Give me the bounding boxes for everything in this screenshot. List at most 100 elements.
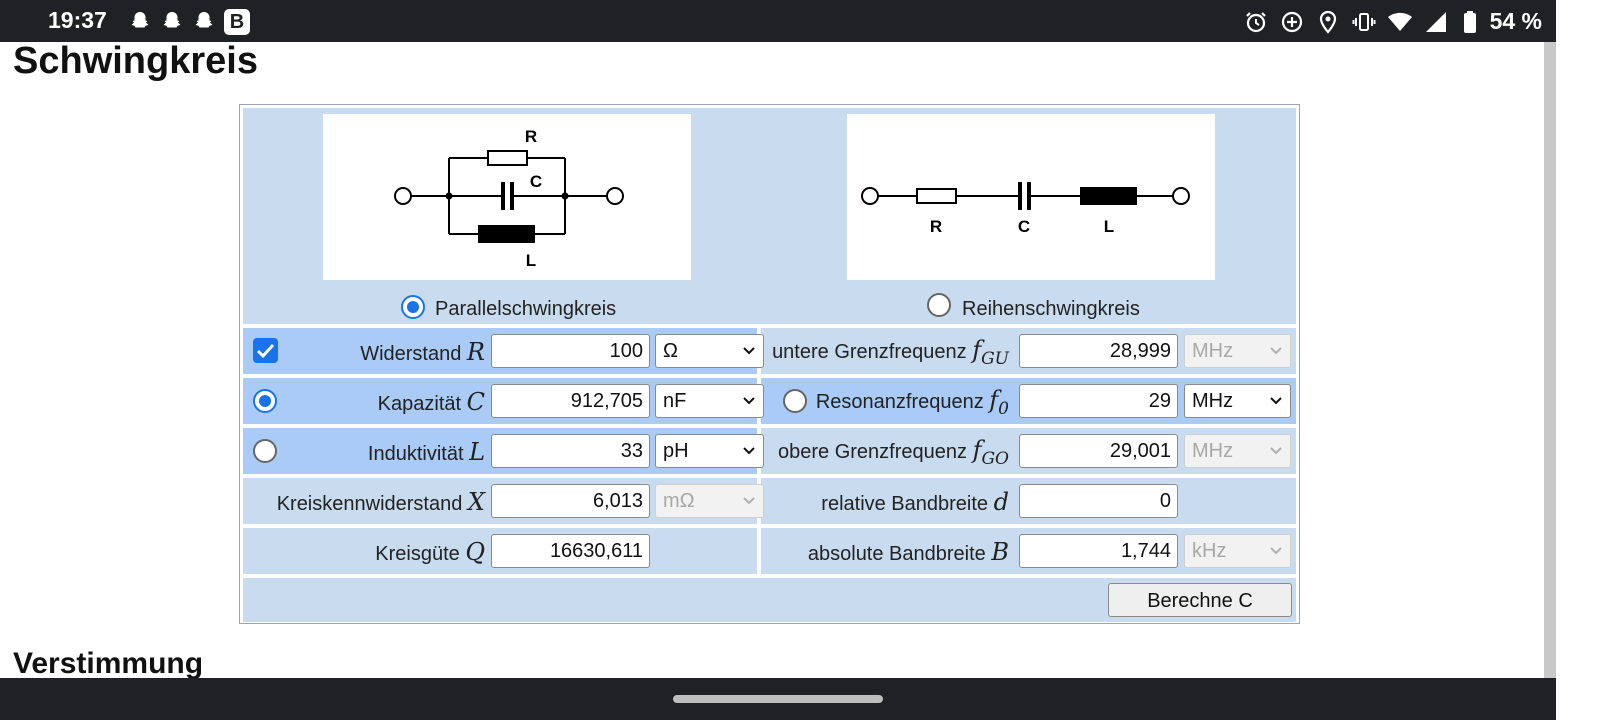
d-label: relative Bandbreite d <box>821 488 1009 516</box>
q-output[interactable]: 16630,611 <box>491 534 650 568</box>
c-unit-value: nF <box>663 390 687 412</box>
web-page[interactable]: Schwingkreis <box>0 42 1544 678</box>
system-icons: 54 % <box>1244 8 1542 35</box>
r-unit-select[interactable]: Ω <box>655 334 764 368</box>
fgo-symbol: f <box>972 436 982 464</box>
chevron-down-icon <box>1270 547 1282 555</box>
r-input[interactable]: 100 <box>491 334 650 368</box>
calculate-button[interactable]: Berechne C <box>1108 583 1292 617</box>
f0-label: Resonanzfrequenz f0 <box>816 386 1009 419</box>
f0-subscript: 0 <box>998 399 1009 419</box>
location-icon <box>1319 10 1336 34</box>
b-symbol: B <box>991 538 1009 566</box>
status-time: 19:37 <box>48 7 107 33</box>
fgu-output[interactable]: 28,999 <box>1019 334 1178 368</box>
f0-symbol: f <box>989 386 999 414</box>
r-label-text: Widerstand <box>360 343 462 365</box>
fgu-symbol: f <box>972 336 982 364</box>
f0-unit-value: MHz <box>1192 390 1234 412</box>
vibrate-icon <box>1352 12 1376 31</box>
c-radio[interactable] <box>253 389 277 413</box>
scrollbar[interactable] <box>1544 42 1556 678</box>
fgo-output[interactable]: 29,001 <box>1019 434 1178 468</box>
parallel-r-label: R <box>525 127 537 146</box>
series-circuit-svg: R C L <box>861 182 1190 236</box>
f0-input[interactable]: 29 <box>1019 384 1178 418</box>
c-label: Kapazität C <box>378 388 485 416</box>
fgu-label: untere Grenzfrequenz fGU <box>772 336 1009 369</box>
d-output[interactable]: 0 <box>1019 484 1178 518</box>
b-label: absolute Bandbreite B <box>808 538 1009 566</box>
chevron-down-icon <box>1270 397 1282 405</box>
r-symbol: R <box>466 338 485 366</box>
series-c-label: C <box>1018 217 1030 236</box>
fgo-unit-value: MHz <box>1192 440 1234 462</box>
x-unit-value: mΩ <box>663 490 695 512</box>
l-unit-value: pH <box>663 440 689 462</box>
fgo-label: obere Grenzfrequenz fGO <box>778 436 1009 469</box>
c-label-text: Kapazität <box>377 393 462 415</box>
chevron-down-icon <box>743 347 755 355</box>
home-gesture-handle[interactable] <box>673 695 883 703</box>
f0-unit-select[interactable]: MHz <box>1184 384 1291 418</box>
r-unit-value: Ω <box>663 340 678 362</box>
x-output[interactable]: 6,013 <box>491 484 650 518</box>
series-r-label: R <box>930 217 942 236</box>
series-circuit-diagram: R C L <box>847 114 1215 280</box>
c-unit-select[interactable]: nF <box>655 384 764 418</box>
snapchat-icon <box>163 12 181 28</box>
fgu-label-text: untere Grenzfrequenz <box>772 341 967 363</box>
data-saver-icon <box>1281 11 1302 32</box>
series-option-label[interactable]: Reihenschwingkreis <box>962 298 1140 320</box>
b-output[interactable]: 1,744 <box>1019 534 1178 568</box>
f0-radio[interactable] <box>783 389 807 413</box>
l-input[interactable]: 33 <box>491 434 650 468</box>
parallel-option-label[interactable]: Parallelschwingkreis <box>435 298 617 320</box>
r-label: Widerstand R <box>360 338 485 366</box>
screen-edge <box>1556 0 1600 720</box>
d-symbol: d <box>993 488 1009 516</box>
l-symbol: L <box>469 438 485 466</box>
q-symbol: Q <box>465 538 485 566</box>
series-l-label: L <box>1104 217 1114 236</box>
q-label: Kreisgüte Q <box>375 538 485 566</box>
fgu-unit-value: MHz <box>1192 340 1234 362</box>
b-unit-value: kHz <box>1192 540 1227 562</box>
d-label-text: relative Bandbreite <box>821 493 989 515</box>
series-radio[interactable] <box>927 293 951 317</box>
l-unit-select[interactable]: pH <box>655 434 764 468</box>
l-label: Induktivität L <box>368 438 485 466</box>
section-heading-verstimmung: Verstimmung <box>13 647 204 678</box>
chevron-down-icon <box>1270 447 1282 455</box>
parallel-radio[interactable] <box>401 295 425 319</box>
navigation-bar <box>0 678 1556 720</box>
c-input[interactable]: 912,705 <box>491 384 650 418</box>
chevron-down-icon <box>743 447 755 455</box>
battery-icon <box>1463 10 1476 33</box>
checkmark-icon <box>256 343 275 359</box>
x-symbol: X <box>467 488 485 516</box>
chevron-down-icon <box>1270 347 1282 355</box>
battery-percent: 54 % <box>1489 8 1542 34</box>
snapchat-icon <box>195 12 213 28</box>
q-label-text: Kreisgüte <box>375 543 460 565</box>
fgo-unit-select: MHz <box>1184 434 1291 468</box>
calculator-panel: R C L R C <box>239 104 1300 624</box>
parallel-c-label: C <box>530 172 542 191</box>
fgo-subscript: GO <box>981 449 1009 469</box>
chevron-down-icon <box>743 497 755 505</box>
parallel-circuit-diagram: R C L <box>323 114 691 280</box>
x-label: Kreiskennwiderstand X <box>277 488 485 516</box>
status-bar: 19:37 B 54 % <box>0 0 1556 42</box>
b-unit-select: kHz <box>1184 534 1291 568</box>
f0-label-text: Resonanzfrequenz <box>815 391 984 413</box>
l-radio[interactable] <box>253 439 277 463</box>
chevron-down-icon <box>743 397 755 405</box>
notification-icons: B <box>128 9 250 35</box>
c-symbol: C <box>466 388 485 416</box>
parallel-l-label: L <box>526 251 536 270</box>
wifi-icon <box>1387 12 1412 31</box>
parallel-circuit-svg: R C L <box>394 127 624 270</box>
r-checkbox[interactable] <box>253 338 278 363</box>
alarm-icon <box>1245 11 1266 32</box>
